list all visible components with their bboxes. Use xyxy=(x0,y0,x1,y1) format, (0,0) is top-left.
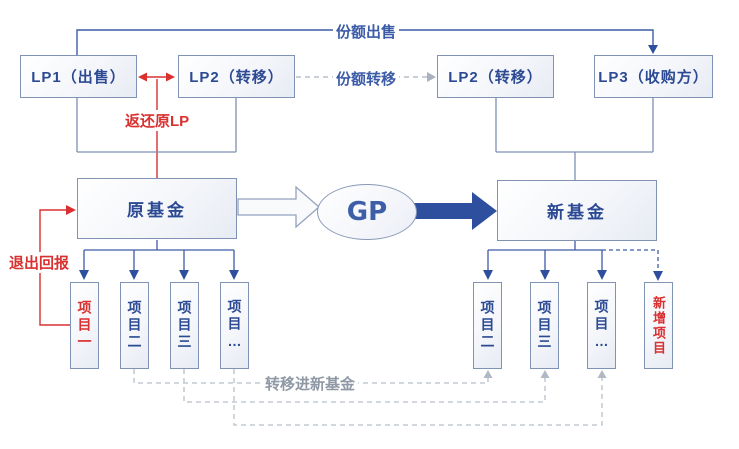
share-sale-label: 份额出售 xyxy=(333,21,400,42)
newfund-added-project-dashed xyxy=(602,249,659,270)
new-fund-label: 新基金 xyxy=(547,203,607,222)
new-project-label: 新增项目 xyxy=(651,295,666,356)
gp-to-newfund-solid-arrow xyxy=(414,192,497,230)
new-fund-box: 新基金 xyxy=(497,180,657,241)
project-2-right-box: 项目二 xyxy=(473,282,502,369)
old-fund-label: 原基金 xyxy=(127,201,187,220)
lp2-left-label: LP2（转移） xyxy=(189,69,284,86)
oldfund-project-bus xyxy=(83,240,235,271)
project-3-left-label: 项目三 xyxy=(176,300,193,351)
return-to-lp-label: 返还原LP xyxy=(122,110,193,131)
share-transfer-label: 份额转移 xyxy=(333,68,400,89)
lp2-transfer-left-box: LP2（转移） xyxy=(178,55,295,98)
new-project-box: 新增项目 xyxy=(644,282,673,369)
lp2-right-label: LP2（转移） xyxy=(448,69,543,86)
exit-return-label: 退出回报 xyxy=(6,252,73,273)
share-sale-arrowhead-icon xyxy=(648,45,658,54)
left-project-arrowheads xyxy=(79,270,239,280)
oldfund-to-gp-hollow-arrow xyxy=(237,185,320,229)
project-3-left-box: 项目三 xyxy=(170,282,199,369)
project-1-box: 项目一 xyxy=(70,282,99,369)
right-project-arrowheads xyxy=(483,270,663,281)
project-3-right-box: 项目三 xyxy=(530,282,559,369)
lp2-transfer-right-box: LP2（转移） xyxy=(437,55,554,98)
lp1-sell-box: LP1（出售） xyxy=(20,55,137,98)
gp-ellipse: GP xyxy=(317,184,417,240)
project-etc-left-box: 项目… xyxy=(220,282,249,369)
red-right-arrowhead-icon xyxy=(166,72,175,82)
right-lp-bus xyxy=(495,98,654,180)
project-1-label: 项目一 xyxy=(76,300,93,351)
newfund-project-bus xyxy=(487,240,603,271)
exit-return-arrowhead-icon xyxy=(66,205,76,215)
share-transfer-arrowhead-icon xyxy=(427,72,436,82)
lp1-label: LP1（出售） xyxy=(31,69,126,86)
transfer-route-arrowheads xyxy=(483,370,607,378)
project-etc-left-label: 项目… xyxy=(226,299,243,352)
project-3-right-label: 项目三 xyxy=(536,300,553,351)
project-2-right-label: 项目二 xyxy=(479,300,496,351)
project-2-left-box: 项目二 xyxy=(120,282,149,369)
project-2-left-label: 项目二 xyxy=(126,300,143,351)
transfer-routes-dashed xyxy=(133,369,603,426)
red-left-arrowhead-icon xyxy=(138,72,147,82)
lp3-label: LP3（收购方） xyxy=(598,69,709,86)
project-etc-right-box: 项目… xyxy=(587,282,616,369)
project-etc-right-label: 项目… xyxy=(593,299,610,352)
gp-label: GP xyxy=(346,197,388,227)
lp3-acquirer-box: LP3（收购方） xyxy=(594,55,713,98)
old-fund-box: 原基金 xyxy=(77,178,237,239)
transfer-into-new-fund-label: 转移进新基金 xyxy=(262,373,359,394)
